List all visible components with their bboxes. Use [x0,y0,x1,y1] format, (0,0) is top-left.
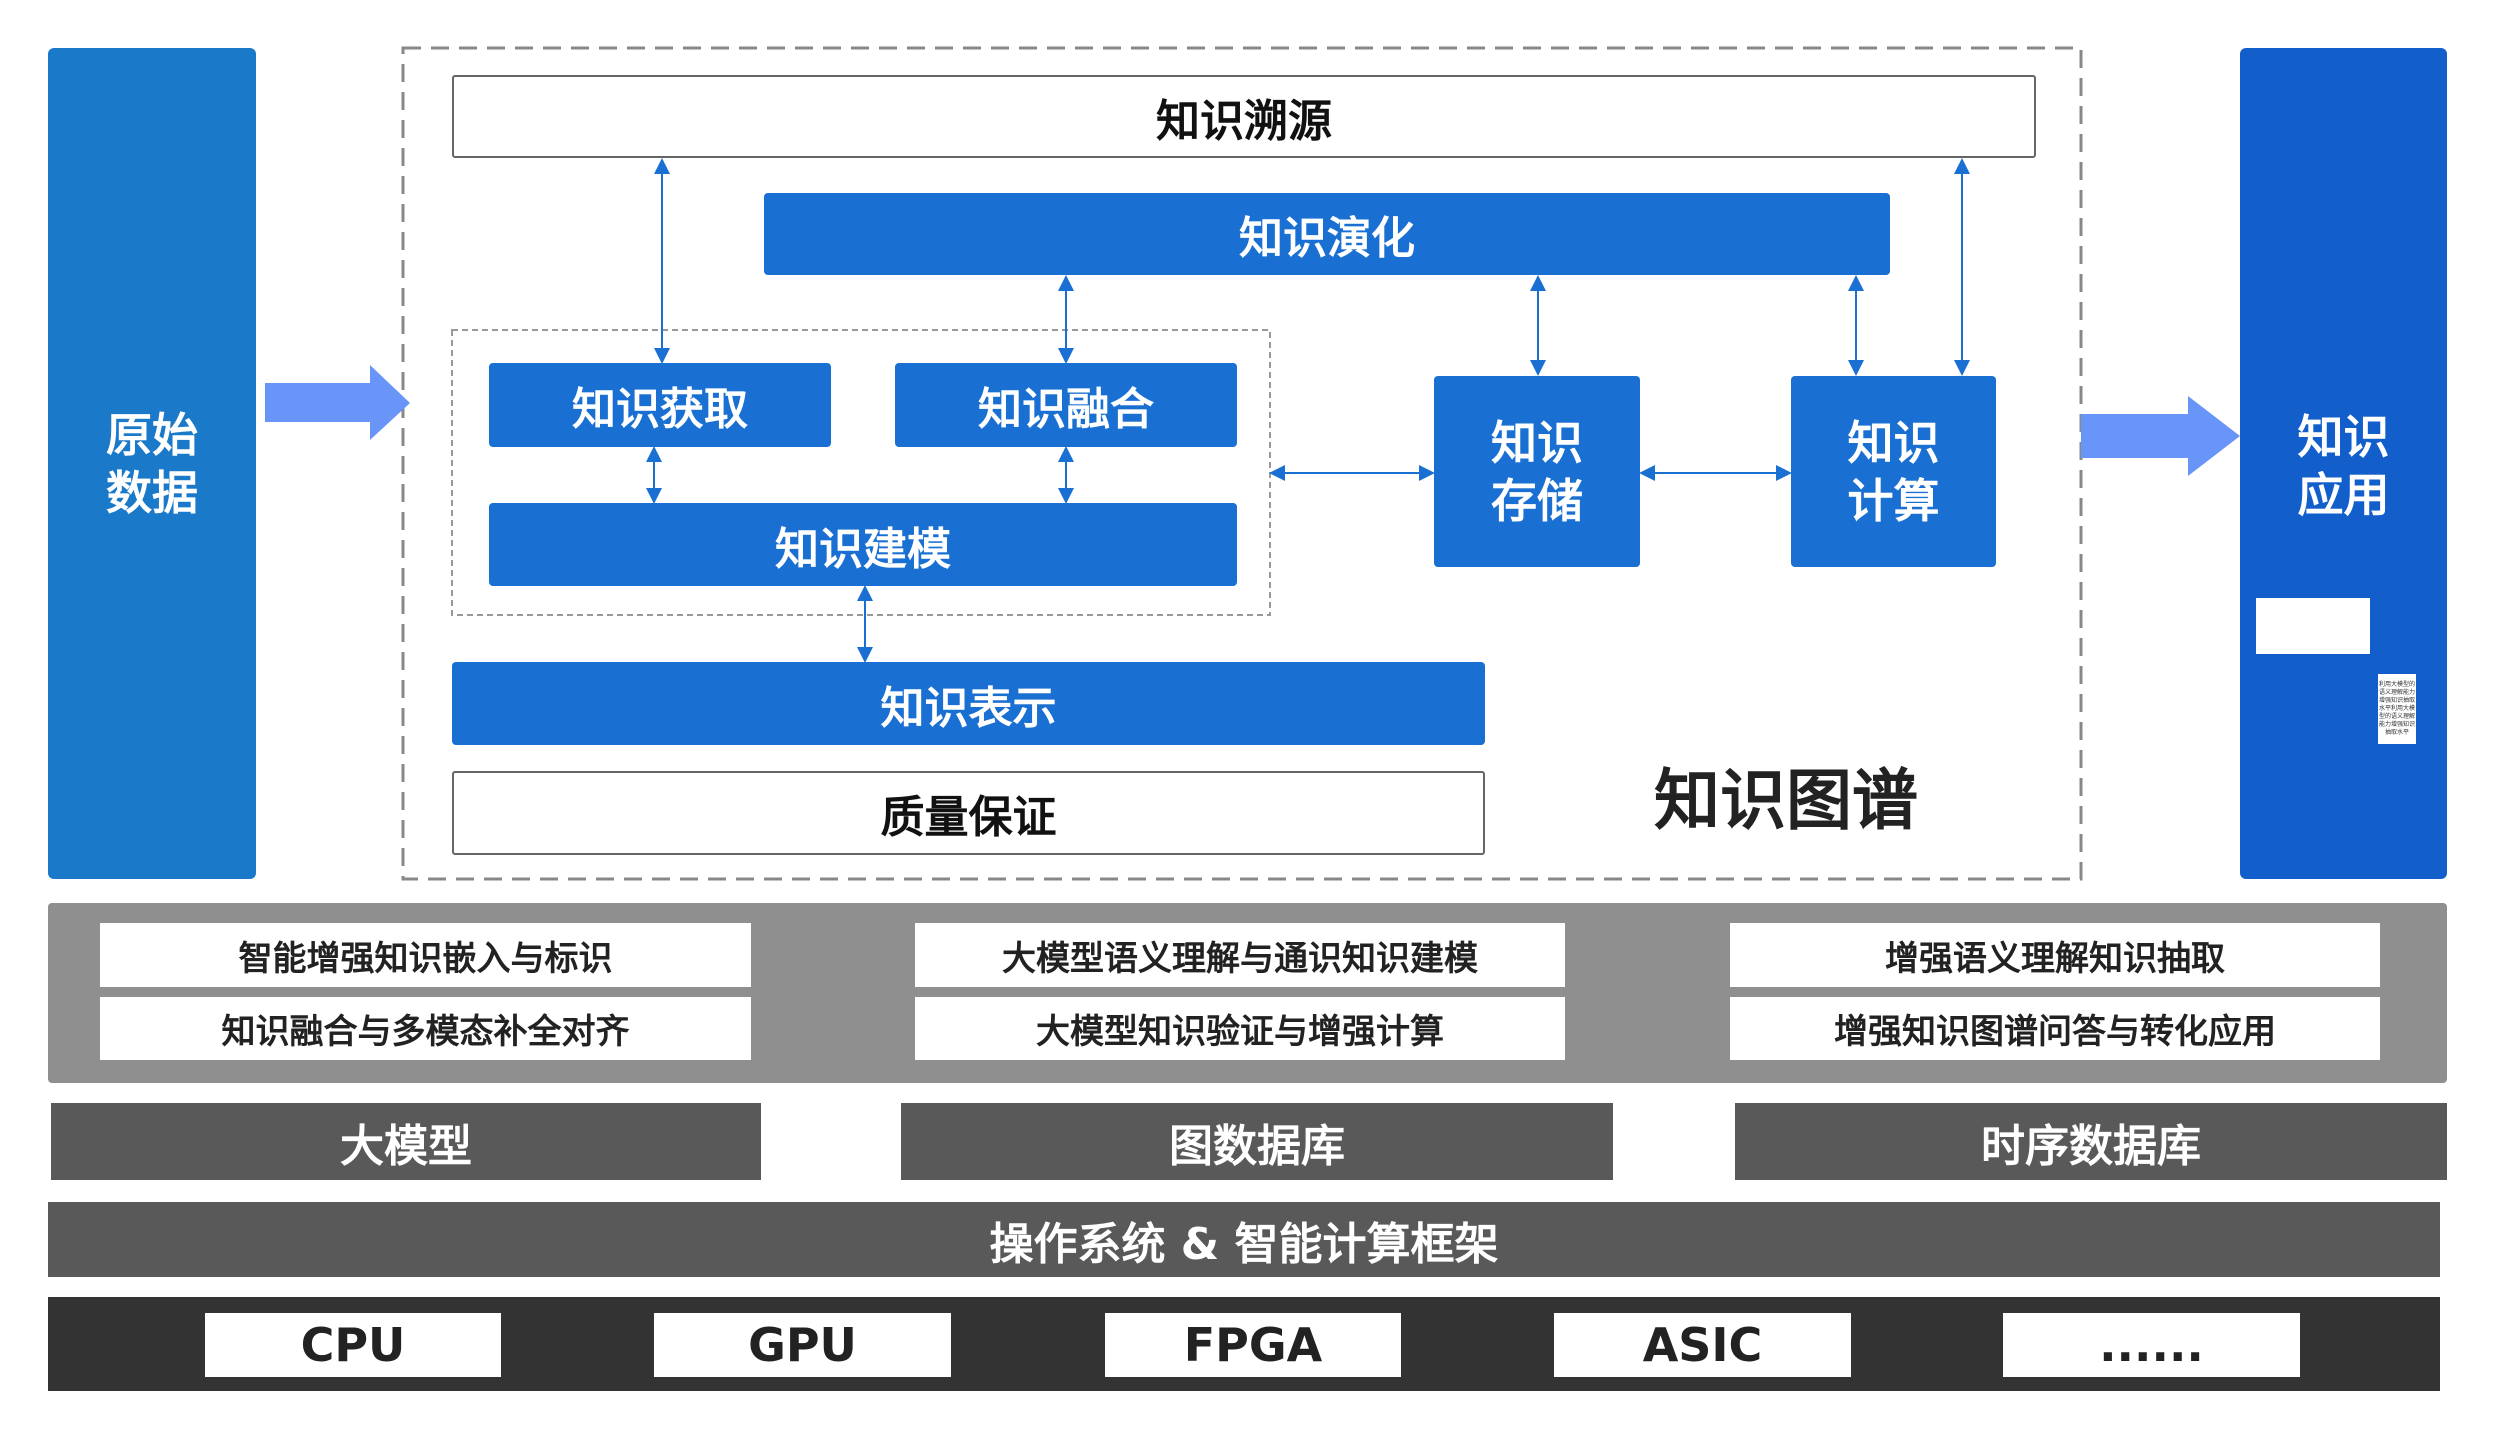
platform-graph-database: 图数据库 [901,1103,1613,1180]
raw-data-panel: 原始 数据 [48,48,256,879]
capability-cell: 大模型语义理解与通识知识建模 [915,923,1565,987]
knowledge-evolution: 知识演化 [764,193,1890,275]
capability-cell: 增强知识图谱问答与转化应用 [1730,997,2380,1060]
knowledge-graph-title: 知识图谱 [1654,762,1918,839]
hardware-cpu: CPU [205,1313,501,1377]
knowledge-fusion: 知识融合 [895,363,1237,447]
capability-cell: 知识融合与多模态补全对齐 [100,997,751,1060]
knowledge-representation: 知识表示 [452,662,1485,745]
knowledge-tracing: 知识溯源 [452,75,2036,158]
platform-large-model: 大模型 [51,1103,761,1180]
knowledge-computing: 知识 计算 [1791,376,1996,567]
capability-cell: 大模型知识验证与增强计算 [915,997,1565,1060]
hardware-asic: ASIC [1554,1313,1851,1377]
bidirectional-arrows [646,158,1970,663]
knowledge-storage: 知识 存储 [1434,376,1640,567]
hardware-more: ...... [2003,1313,2300,1377]
input-arrow-icon [265,365,410,440]
kg-frame [401,46,2083,881]
hardware-gpu: GPU [654,1313,951,1377]
capability-cell: 增强语义理解知识抽取 [1730,923,2380,987]
knowledge-modeling: 知识建模 [489,503,1237,586]
capability-cell: 智能增强知识嵌入与标识 [100,923,751,987]
graph-thumbnail-icon [2256,598,2370,654]
quality-assurance: 质量保证 [452,771,1485,855]
hardware-fpga: FPGA [1105,1313,1401,1377]
knowledge-application-panel: 知识 应用 [2240,48,2447,879]
knowledge-acquisition: 知识获取 [489,363,831,447]
os-framework-layer: 操作系统 & 智能计算框架 [48,1202,2440,1277]
output-arrow-icon [2081,396,2240,476]
platform-timeseries-database: 时序数据库 [1735,1103,2447,1180]
document-icon: 利用大模型的语义理解能力增强知识抽取水平利用大模型的语义理解能力增强知识抽取水平 [2378,674,2416,744]
